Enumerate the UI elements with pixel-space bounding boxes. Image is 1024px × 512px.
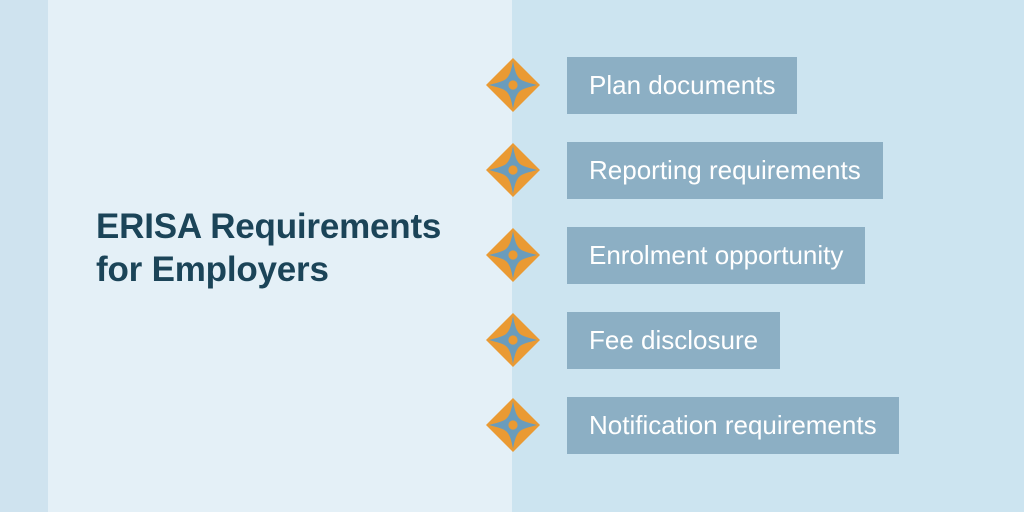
background-band-left-panel [48, 0, 512, 512]
compass-star-diamond-icon [484, 226, 542, 284]
compass-star-diamond-icon [484, 396, 542, 454]
list-item-label: Notification requirements [567, 396, 899, 454]
list-item: Reporting requirements [484, 141, 883, 199]
list-item: Plan documents [484, 56, 798, 114]
compass-star-diamond-icon [484, 141, 542, 199]
list-item: Enrolment opportunity [484, 226, 866, 284]
list-item-label: Fee disclosure [567, 311, 781, 369]
page-title-line-2: for Employers [96, 249, 329, 289]
list-item-label: Reporting requirements [567, 141, 883, 199]
list-item-label: Plan documents [567, 56, 798, 114]
list-item: Fee disclosure [484, 311, 781, 369]
page-title-line-1: ERISA Requirements [96, 207, 442, 246]
list-item: Notification requirements [484, 396, 899, 454]
compass-star-diamond-icon [484, 311, 542, 369]
compass-star-diamond-icon [484, 56, 542, 114]
background-band-left-edge [0, 0, 48, 512]
list-item-label: Enrolment opportunity [567, 226, 866, 284]
page-title: ERISA Requirements for Employers [96, 206, 476, 291]
